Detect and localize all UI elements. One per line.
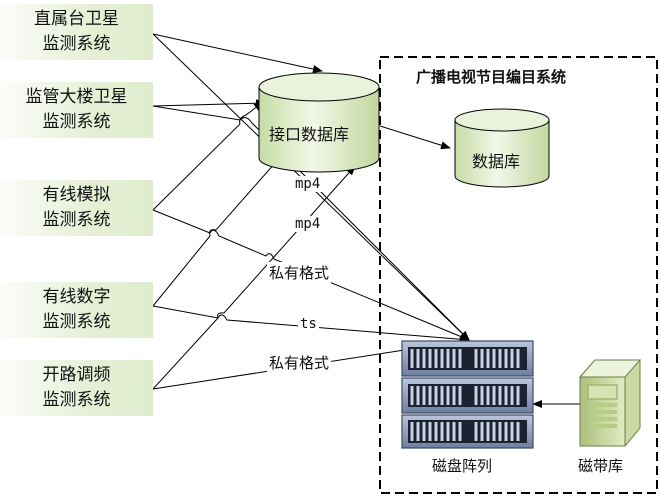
source-line1: 有线模拟 (42, 185, 111, 205)
source-box-cable-analog: 有线模拟 监测系统 (0, 180, 153, 236)
source-box-cable-digital: 有线数字 监测系统 (0, 282, 153, 338)
edge-label-private-a: 私有格式 (267, 262, 332, 283)
source-line1: 开路调频 (42, 365, 111, 385)
edge-label-mp4-b: mp4 (293, 216, 323, 232)
system-boundary (379, 56, 658, 494)
source-box-satellite-direct: 直属台卫星 监测系统 (0, 4, 153, 60)
source-box-fm: 开路调频 监测系统 (0, 360, 153, 416)
edge-src2-db (152, 99, 266, 108)
disk-array-label: 磁盘阵列 (432, 457, 493, 475)
system-title: 广播电视节目编目系统 (416, 68, 567, 86)
tape-library-graphic (578, 359, 642, 447)
source-line1: 有线数字 (42, 287, 111, 307)
source-line2: 监测系统 (42, 210, 111, 230)
source-line2: 监测系统 (42, 312, 111, 332)
source-line1: 直属台卫星 (34, 9, 119, 29)
source-line1: 监管大楼卫星 (25, 87, 128, 107)
edge-src5-db (152, 165, 356, 390)
edge-label-ts: ts (298, 316, 319, 332)
source-line2: 监测系统 (42, 34, 111, 54)
source-line2: 监测系统 (42, 112, 111, 132)
tape-library-label: 磁带库 (578, 457, 624, 475)
interface-db-label: 接口数据库 (269, 125, 350, 144)
edge-label-mp4-a: mp4 (293, 176, 323, 192)
edge-src3-disk (152, 209, 470, 341)
edge-src1-db (152, 33, 323, 73)
edge-label-private-b: 私有格式 (267, 352, 332, 373)
edge-src4-db (152, 145, 291, 307)
source-box-satellite-building: 监管大楼卫星 监测系统 (0, 82, 153, 138)
disk-array-graphic (401, 340, 534, 449)
system-db-cylinder (454, 108, 550, 188)
edge-src3-db (152, 101, 264, 211)
source-line2: 监测系统 (42, 390, 111, 410)
edge-db-sysdb (379, 125, 451, 150)
system-db-label: 数据库 (472, 152, 521, 171)
interface-db-cylinder (258, 72, 380, 173)
